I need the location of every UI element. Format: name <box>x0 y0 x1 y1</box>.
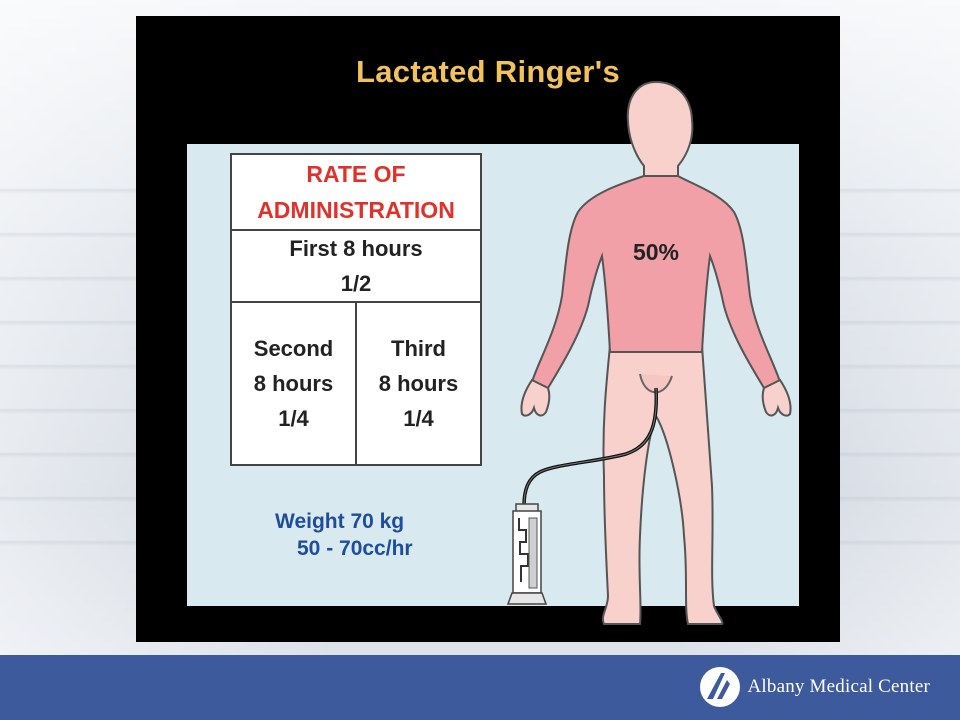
left-hand-shape <box>520 378 551 417</box>
first-8-hours-label: First 8 hours <box>289 236 423 261</box>
head-shape <box>626 80 694 183</box>
amc-logo-icon <box>700 667 741 707</box>
second-8-hours-line2: 8 hours <box>253 371 334 396</box>
rate-line: 50 - 70cc/hr <box>297 537 413 560</box>
table-header-line1: RATE OF <box>306 161 406 187</box>
third-8-hours-line1: Third <box>391 336 446 361</box>
burn-percent-label: 50% <box>633 239 679 265</box>
figure-title: Lactated Ringer's <box>356 54 620 89</box>
first-8-hours-value: 1/2 <box>340 271 372 296</box>
second-8-hours-cell: Second 8 hours 1/4 <box>230 301 357 466</box>
second-8-hours-value: 1/4 <box>278 406 309 431</box>
weight-line: Weight 70 kg <box>275 510 405 533</box>
right-hand-shape <box>761 378 792 417</box>
albany-medical-center-logo: Albany Medical Center <box>699 666 930 708</box>
third-8-hours-cell: Third 8 hours 1/4 <box>355 301 482 466</box>
table-header-line2: ADMINISTRATION <box>257 197 455 223</box>
first-8-hours-cell: First 8 hours 1/2 <box>230 229 482 303</box>
patient-illustration: 50% <box>506 80 792 625</box>
table-header: RATE OF ADMINISTRATION <box>230 153 482 231</box>
logo-text: Albany Medical Center <box>747 676 930 697</box>
urine-collection-device <box>506 503 548 605</box>
footer-bar <box>0 655 960 720</box>
third-8-hours-value: 1/4 <box>403 406 434 431</box>
rate-of-administration-table: RATE OF ADMINISTRATION First 8 hours 1/2… <box>230 153 482 466</box>
second-8-hours-line1: Second <box>253 336 334 361</box>
third-8-hours-line2: 8 hours <box>378 371 459 396</box>
burn-diagram-figure: Lactated Ringer's RATE OF ADMINISTRATION… <box>136 16 840 642</box>
burned-torso-shape <box>530 175 782 390</box>
weight-rate-text: Weight 70 kg 50 - 70cc/hr <box>275 508 413 562</box>
